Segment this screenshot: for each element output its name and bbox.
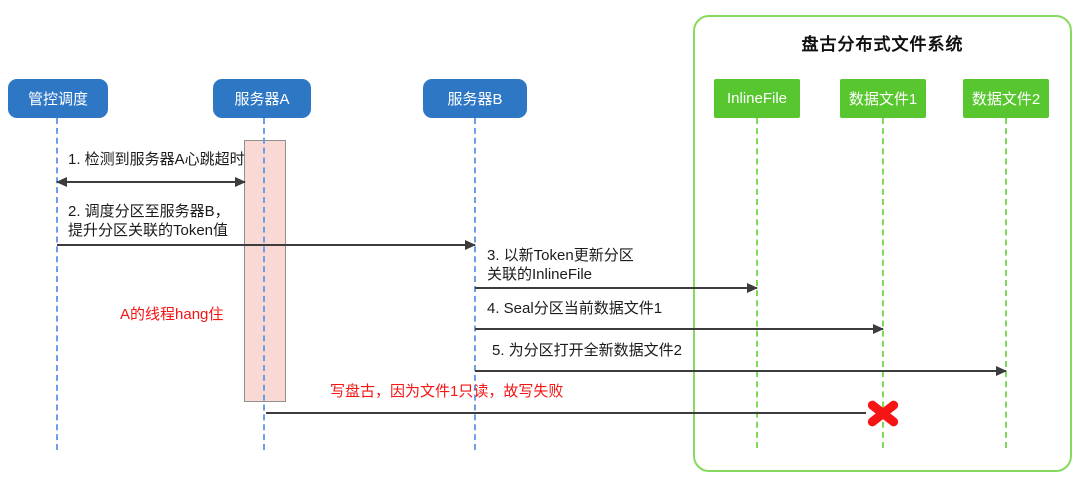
message-2-arrow <box>57 240 476 250</box>
pangu-system-container <box>693 15 1072 472</box>
actor-label-server-a: 服务器A <box>234 91 290 108</box>
arrowhead-right-icon <box>235 177 246 187</box>
arrowhead-right-icon <box>747 283 758 293</box>
file-label-datafile1: 数据文件1 <box>848 91 918 108</box>
actor-box-scheduler: 管控调度 <box>8 79 108 118</box>
message-5-label: 5. 为分区打开全新数据文件2 <box>492 342 683 359</box>
message-3-label: 3. 以新Token更新分区 关联的InlineFile <box>487 247 634 283</box>
file-box-inlinefile: InlineFile <box>714 79 800 118</box>
message-3-arrow <box>475 283 758 293</box>
message-5-arrow <box>475 366 1007 376</box>
actor-box-server-a: 服务器A <box>213 79 311 118</box>
activation-bar-server-a <box>244 140 286 402</box>
lifeline-scheduler <box>56 118 58 450</box>
note-write-failed: 写盘古，因为文件1只读，故写失败 <box>330 383 564 400</box>
file-label-inlinefile: InlineFile <box>726 90 788 107</box>
arrowhead-right-icon <box>465 240 476 250</box>
file-box-datafile2: 数据文件2 <box>963 79 1049 118</box>
lifeline-server-a <box>263 118 265 450</box>
message-4-label: 4. Seal分区当前数据文件1 <box>487 300 663 317</box>
message-2-label: 2. 调度分区至服务器B， 提升分区关联的Token值 <box>68 203 230 239</box>
file-box-datafile1: 数据文件1 <box>840 79 926 118</box>
actor-label-scheduler: 管控调度 <box>27 91 88 108</box>
actor-label-server-b: 服务器B <box>447 91 503 108</box>
pangu-system-title: 盘古分布式文件系统 <box>801 35 964 54</box>
lifeline-datafile2 <box>1005 118 1007 448</box>
failed-write-line <box>266 412 866 414</box>
actor-box-server-b: 服务器B <box>423 79 527 118</box>
arrowhead-right-icon <box>996 366 1007 376</box>
arrowhead-right-icon <box>873 324 884 334</box>
failure-x-icon <box>863 393 903 433</box>
message-1-arrow <box>56 177 246 187</box>
arrowhead-left-icon <box>56 177 67 187</box>
lifeline-datafile1 <box>882 118 884 448</box>
message-4-arrow <box>475 324 884 334</box>
file-label-datafile2: 数据文件2 <box>971 91 1041 108</box>
message-1-label: 1. 检测到服务器A心跳超时 <box>68 151 245 168</box>
note-thread-hang: A的线程hang住 <box>120 306 224 323</box>
lifeline-server-b <box>474 118 476 450</box>
